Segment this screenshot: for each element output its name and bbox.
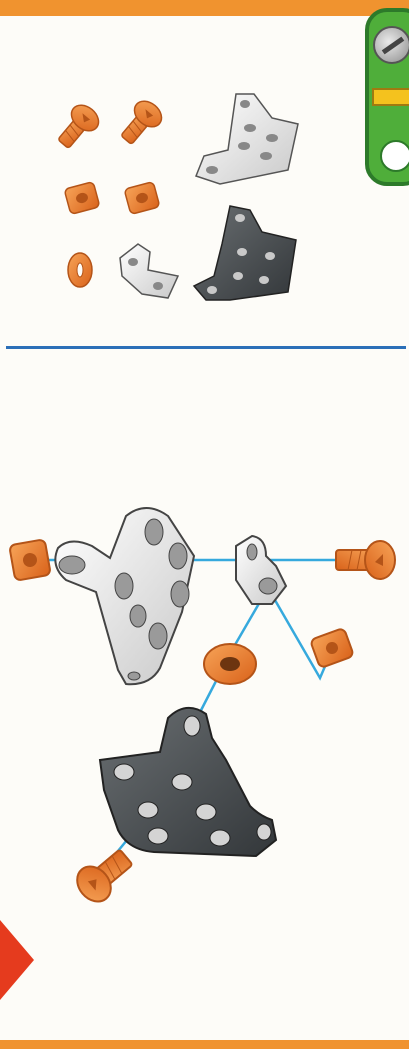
washer-part (68, 253, 92, 287)
screw-part (115, 96, 167, 150)
small-white-angle-bracket (236, 536, 286, 604)
square-nut-part (64, 182, 100, 215)
square-nut (9, 539, 51, 581)
large-white-bracket-part (196, 94, 298, 184)
screw-part (52, 100, 104, 154)
parts-list (52, 94, 298, 300)
square-nut-part (124, 182, 160, 215)
washer (204, 644, 256, 684)
screw (70, 842, 138, 908)
dark-gray-bracket (100, 708, 276, 856)
small-white-angle-bracket-part (120, 244, 178, 298)
dark-gray-bracket-part (194, 206, 296, 300)
screw (336, 541, 395, 579)
bottom-accent-bar (0, 1040, 409, 1049)
assembly-view (9, 508, 395, 908)
square-nut (310, 628, 354, 669)
section-divider (6, 346, 406, 349)
red-corner-marker (0, 920, 34, 1000)
large-white-bracket (55, 508, 194, 684)
